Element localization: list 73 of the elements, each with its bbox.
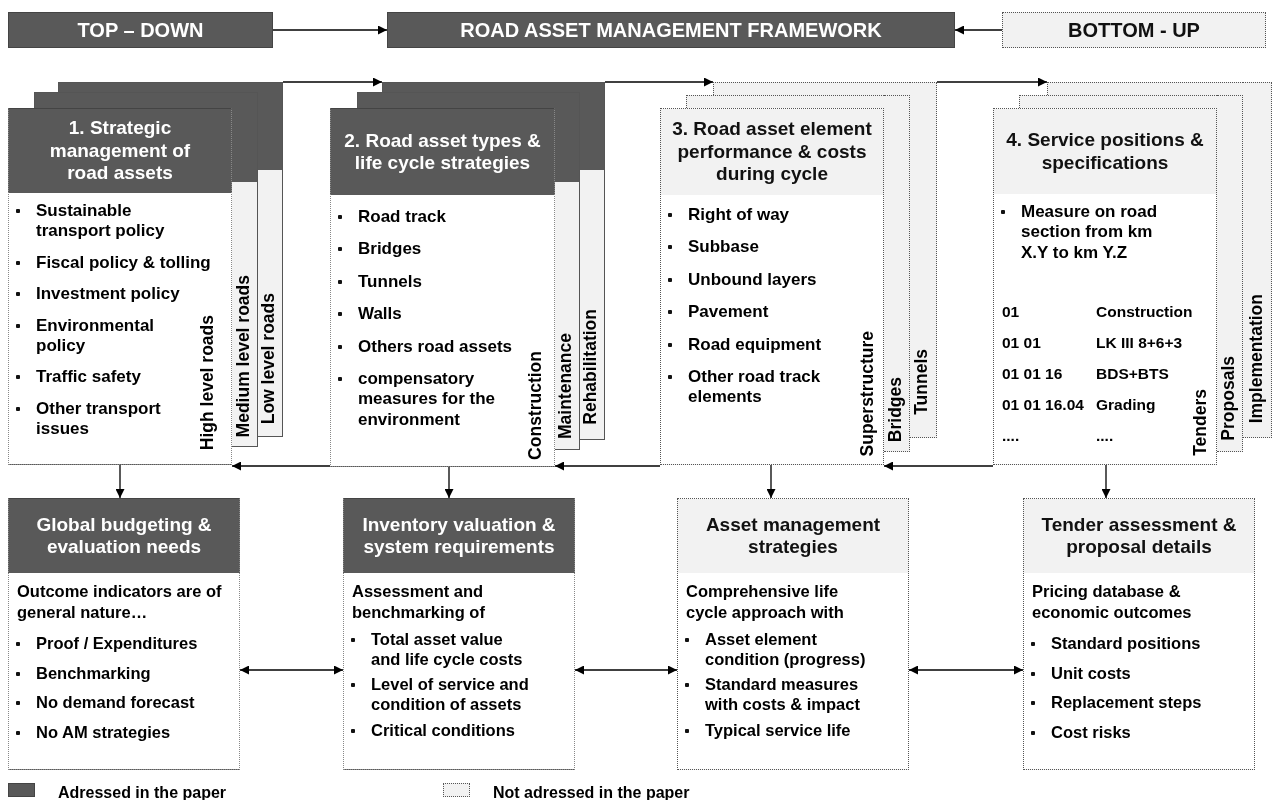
body-text: Assessment and benchmarking of [351,581,486,624]
table-cell-text: BDS+BTS [1096,365,1170,384]
vertical-label: Low level roads [258,292,279,424]
stacked-card [258,82,283,437]
stacked-card-edge [357,92,555,108]
stacked-card-edge [713,82,910,95]
arrow [282,77,383,87]
stacked-card [555,92,580,450]
table-cell-text: 01 01 16 [1002,365,1064,384]
card [330,108,555,467]
card-title: 4. Service positions & specifications [1005,128,1205,175]
table-cell-text: 01 01 16.04 [1002,396,1085,415]
card-title: Tender assessment & proposal details [1040,512,1238,559]
vertical-label: Bridges [885,376,906,442]
vertical-label: Superstructure [857,330,878,456]
card-title: 3. Road asset element performance & costs during cycle [671,117,873,187]
arrow [604,77,714,87]
stacked-card [910,82,937,438]
card-title: 1. Strategic management of road assets [48,116,192,186]
arrow [115,464,125,499]
arrow [554,461,661,471]
card [1023,498,1255,770]
stacked-card-edge [382,82,580,92]
header-banner: BOTTOM - UP [1002,12,1266,48]
arrow [1101,464,1111,499]
card [343,498,575,770]
vertical-label: Rehabilitation [580,309,601,425]
vertical-label: Proposals [1218,356,1239,441]
card [660,108,884,465]
card [677,498,909,770]
stacked-card-edge [1047,82,1243,95]
card-title: Asset management strategies [704,512,882,559]
body-text: Outcome indicators are of general nature… [16,581,223,624]
arrow [239,665,344,675]
stacked-card-edge [34,92,232,108]
card-title: 2. Road asset types & life cycle strategies [343,128,542,175]
table-cell-text: 01 01 [1002,334,1042,353]
arrow [954,25,1003,35]
table-cell-text: LK III 8+6+3 [1096,334,1184,353]
card-title: Global budgeting & evaluation needs [35,512,213,559]
vertical-label: Tenders [1190,389,1211,456]
vertical-label: Medium level roads [233,274,254,437]
arrow [908,665,1024,675]
vertical-label: High level roads [197,314,218,450]
header-banner: TOP – DOWN [8,12,273,48]
stacked-card [884,95,910,452]
arrow [444,466,454,499]
stacked-card [1217,95,1243,452]
body-text: Pricing database & economic outcomes [1031,581,1193,624]
stacked-card [232,92,258,447]
arrow [766,464,776,499]
arrow [936,77,1048,87]
card [8,108,232,465]
stacked-card-edge [686,95,884,108]
stacked-card [1243,82,1272,438]
vertical-label: Implementation [1246,293,1267,423]
stacked-card-edge [1019,95,1217,108]
header-banner: ROAD ASSET MANAGEMENT FRAMEWORK [387,12,955,48]
table-cell-text: .... [1002,427,1021,446]
vertical-label: Maintenance [555,333,576,439]
card [993,108,1217,465]
stacked-card [580,82,605,440]
table-cell-text: 01 [1002,303,1021,322]
body-text: Comprehensive life cycle approach with [685,581,845,624]
arrow [574,665,678,675]
card [8,498,240,770]
arrow [231,461,331,471]
vertical-label: Tunnels [911,349,932,415]
table-cell-text: Construction [1096,303,1194,322]
arrow [883,461,994,471]
stacked-card-edge [58,82,258,92]
card-title: Inventory valuation & system requirements [361,512,557,559]
arrow [272,25,388,35]
